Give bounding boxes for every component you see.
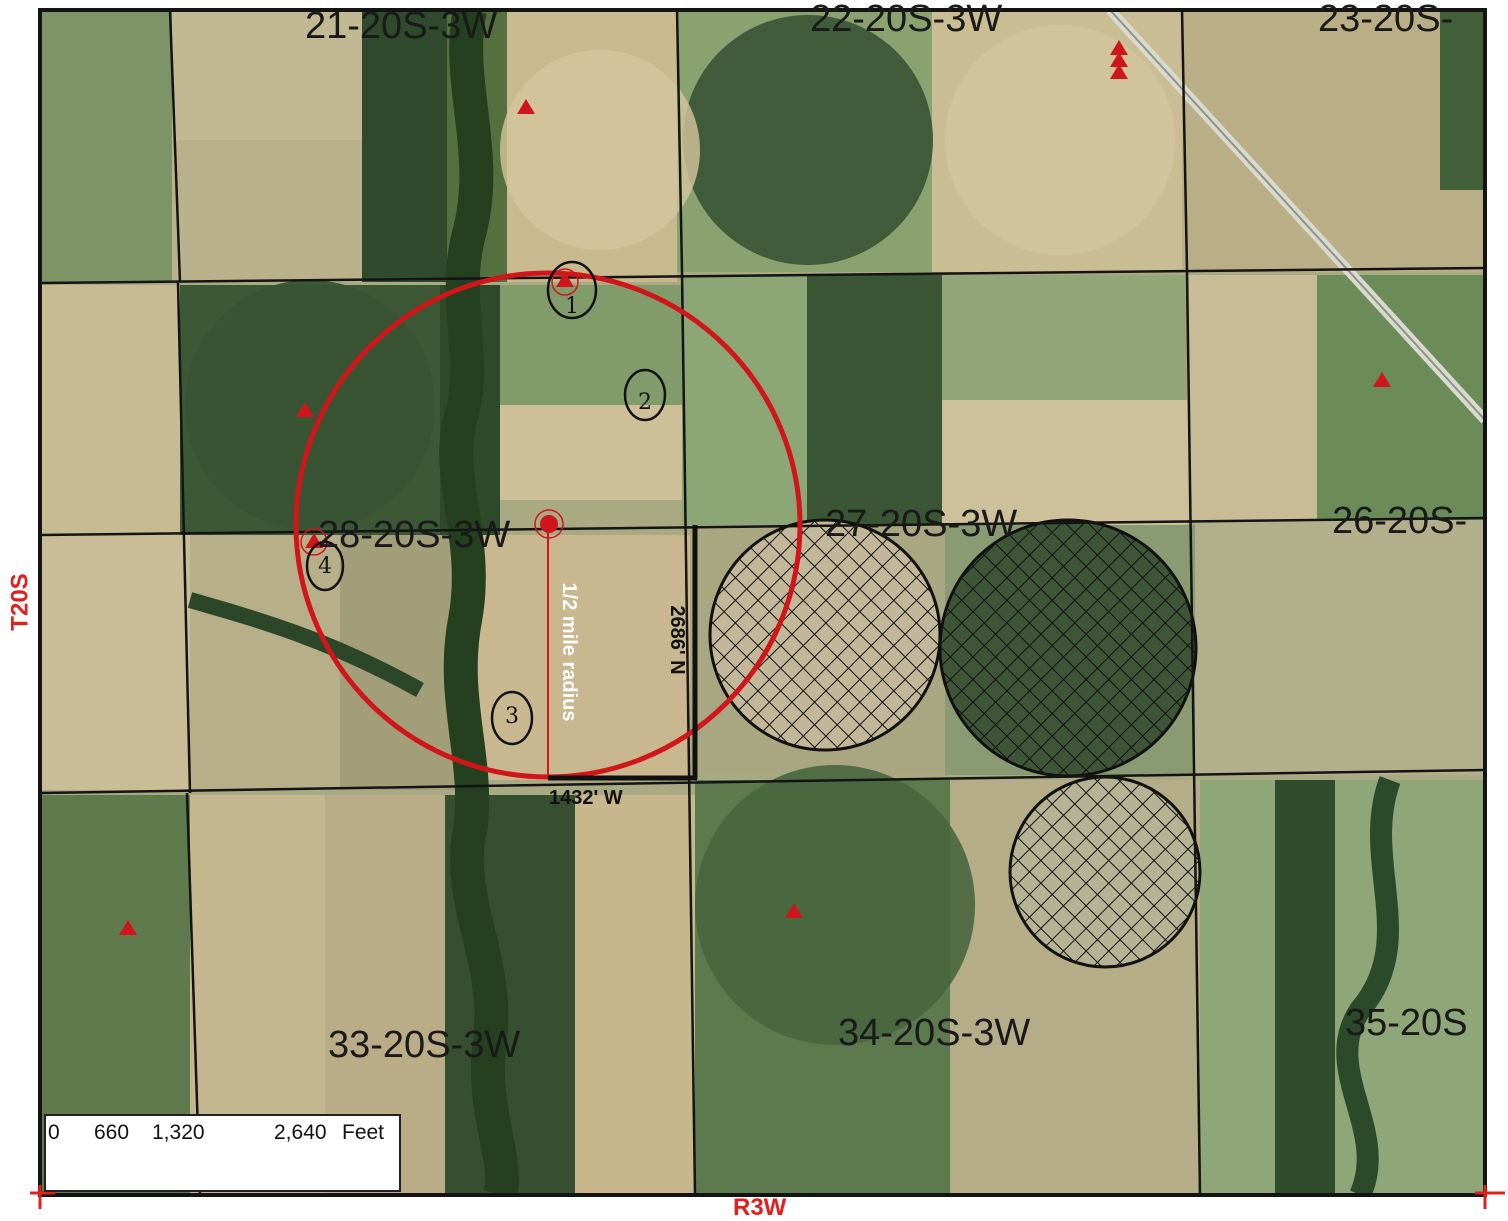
red-triangle-icon: [517, 99, 535, 114]
scale-tick-0: 0: [48, 1121, 60, 1144]
scale-tick-1320: 1,320: [152, 1121, 205, 1144]
map-frame: [38, 8, 1487, 1197]
scale-unit: Feet: [342, 1121, 385, 1144]
handwritten-marks: [305, 260, 667, 746]
handwritten-number-4: 4: [318, 554, 332, 579]
north-offset-label: 2686' N: [666, 605, 688, 675]
radius-label: 1/2 mile radius: [558, 582, 580, 722]
red-triangle-icon: [1110, 40, 1128, 55]
handwritten-number-3: 3: [505, 704, 519, 729]
red-triangle-icon: [1110, 52, 1128, 67]
site-marker-ring: [534, 509, 564, 539]
township-label: T20S: [6, 573, 34, 631]
scale-tick-660: 660: [94, 1121, 130, 1144]
section-label-35: 35-20S: [1345, 1002, 1468, 1044]
west-offset-label: 1432' W: [549, 787, 623, 809]
section-label-26: 26-20S-: [1332, 500, 1468, 542]
handwritten-number-2: 2: [638, 390, 652, 415]
red-triangle-icon: [1110, 64, 1128, 79]
scale-tick-2640: 2,640: [274, 1121, 327, 1144]
red-triangle-icon: [556, 272, 574, 287]
section-label-27: 27-20S-3W: [825, 503, 1018, 545]
section-label-22: 22-20S-3W: [810, 0, 1003, 40]
red-triangle-icon: [119, 920, 137, 935]
red-triangle-icon: [1373, 372, 1391, 387]
range-label: R3W: [733, 1194, 787, 1221]
section-label-23: 23-20S-: [1318, 0, 1454, 40]
section-label-34: 34-20S-3W: [838, 1012, 1031, 1054]
scale-bar: 0 660 1,320 2,640 Feet: [44, 1114, 401, 1192]
section-label-28: 28-20S-3W: [318, 514, 511, 556]
frame-ticks: [30, 1185, 1505, 1209]
red-triangle-icon: [296, 402, 314, 417]
red-triangle-icon: [785, 903, 803, 918]
handwritten-number-1: 1: [565, 294, 579, 319]
red-dot-icon[interactable]: [540, 515, 558, 533]
section-label-33: 33-20S-3W: [328, 1024, 521, 1066]
section-label-21: 21-20S-3W: [305, 5, 498, 47]
well-ring: [551, 268, 579, 296]
